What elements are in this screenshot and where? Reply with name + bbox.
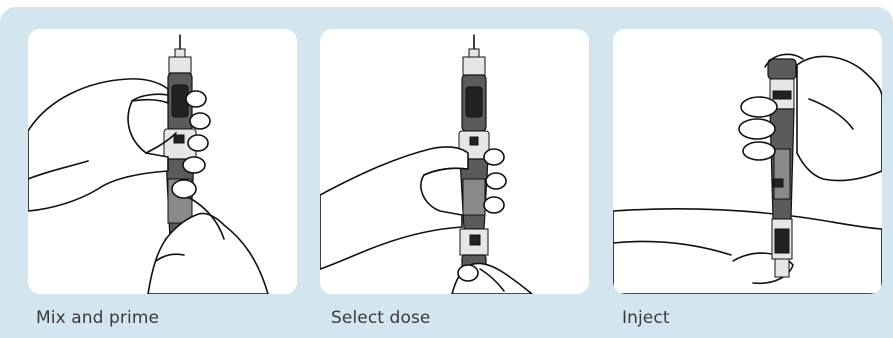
step-caption-inject: Inject [622,308,670,328]
pen-mixing-illustration [28,29,297,294]
step-caption-select-dose: Select dose [331,308,430,328]
pen-injection-illustration [613,29,882,294]
step-illustration-mix-and-prime [28,29,297,294]
step-illustration-inject [613,29,882,294]
step-caption-mix-and-prime: Mix and prime [36,308,159,328]
pen-dose-selection-illustration [320,29,589,294]
step-illustration-select-dose [320,29,589,294]
